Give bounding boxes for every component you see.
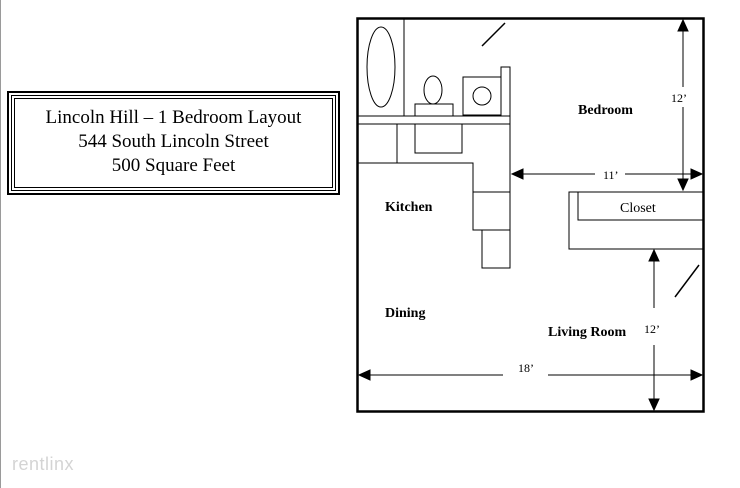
total-width-dimension: 18’ [518,361,534,375]
sink-icon [462,76,502,116]
kitchen-counter [397,162,474,230]
bath-partition [500,66,511,117]
arrow-left-icon [510,168,524,180]
sink-basin-icon [472,86,492,106]
page-left-border [0,0,1,488]
title-box-inner-border-2 [14,98,333,188]
closet-door-swing [674,264,700,298]
bedroom-label: Bedroom [578,103,633,118]
arrow-right-icon [690,369,704,381]
layout-title: Lincoln Hill – 1 Bedroom Layout [45,107,302,128]
square-footage: 500 Square Feet [111,155,236,176]
bedroom-width-dimension: 11’ [603,168,619,182]
fridge-icon [481,229,511,269]
stove-icon [472,191,511,231]
living-room-label: Living Room [548,325,627,340]
arrow-right-icon [690,168,704,180]
street-address: 544 South Lincoln Street [78,131,269,152]
bath-door-swing [481,22,506,47]
rentlinx-watermark: rentlinx [12,454,75,474]
living-height-dimension: 12’ [644,322,660,336]
kitchen-wall [358,124,398,164]
arrow-up-icon [677,18,689,32]
arrow-down-icon [648,398,660,412]
arrow-down-icon [677,178,689,192]
toilet-icon [423,75,443,105]
bedroom-height-dimension: 12’ [671,91,687,105]
title-text-block: Lincoln Hill – 1 Bedroom Layout 544 Sout… [9,106,338,178]
closet-shelf [577,191,704,221]
dining-label: Dining [385,306,425,321]
toilet-tank-icon [414,103,454,117]
arrow-up-icon [648,248,660,262]
kitchen-label: Kitchen [385,200,433,215]
closet-label: Closet [620,201,656,216]
arrow-left-icon [357,369,371,381]
bathtub-icon [366,26,396,108]
title-box: Lincoln Hill – 1 Bedroom Layout 544 Sout… [7,91,340,195]
title-box-inner-border [11,95,336,191]
vanity-cabinet [414,123,463,154]
